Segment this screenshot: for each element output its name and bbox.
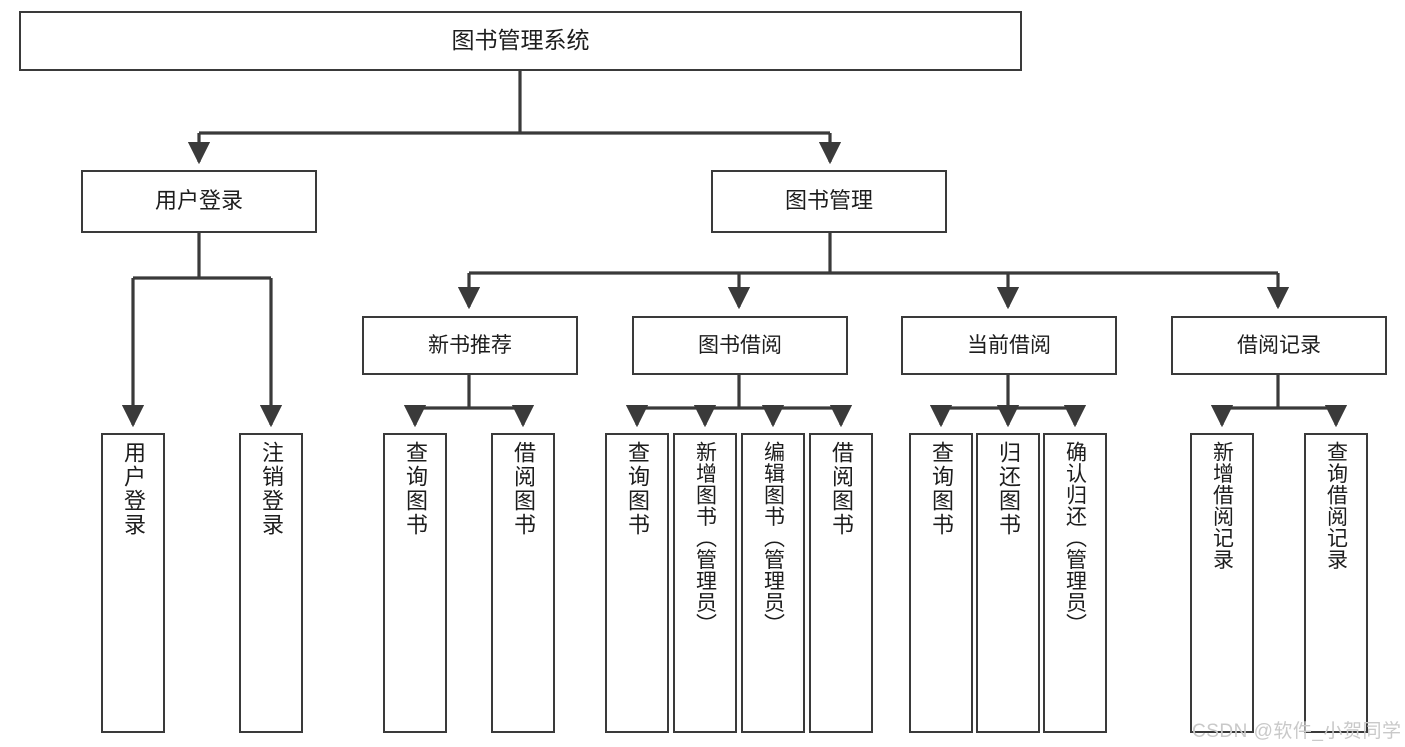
node-book-management[interactable]: 图书管理 xyxy=(711,170,947,233)
node-leaf-user-login[interactable]: 用户登录 xyxy=(101,433,165,733)
node-book-borrow-label: 图书借阅 xyxy=(698,333,782,357)
node-leaf-borrow-book-2[interactable]: 借阅图书 xyxy=(809,433,873,733)
node-user-login-label: 用户登录 xyxy=(154,188,243,214)
node-book-borrow[interactable]: 图书借阅 xyxy=(632,316,848,375)
node-new-book-recommend[interactable]: 新书推荐 xyxy=(362,316,578,375)
node-leaf-query-book-1[interactable]: 查询图书 xyxy=(383,433,447,733)
node-new-book-recommend-label: 新书推荐 xyxy=(428,333,512,357)
node-leaf-user-login-label: 用户登录 xyxy=(121,441,146,537)
node-leaf-query-book-2[interactable]: 查询图书 xyxy=(605,433,669,733)
node-leaf-return-book[interactable]: 归还图书 xyxy=(976,433,1040,733)
node-leaf-query-book-1-label: 查询图书 xyxy=(403,441,428,537)
node-leaf-query-book-3-label: 查询图书 xyxy=(929,441,954,537)
csdn-watermark: CSDN @软件_小贺同学 xyxy=(1192,721,1402,742)
node-leaf-edit-book[interactable]: 编辑图书（管理员） xyxy=(741,433,805,733)
node-leaf-return-book-label: 归还图书 xyxy=(996,441,1021,537)
node-leaf-query-book-3[interactable]: 查询图书 xyxy=(909,433,973,733)
node-root-label: 图书管理系统 xyxy=(451,27,590,54)
node-leaf-confirm-return[interactable]: 确认归还（管理员） xyxy=(1043,433,1107,733)
node-leaf-query-record-label: 查询借阅记录 xyxy=(1324,441,1348,570)
node-current-borrow[interactable]: 当前借阅 xyxy=(901,316,1117,375)
node-leaf-add-record[interactable]: 新增借阅记录 xyxy=(1190,433,1254,733)
node-current-borrow-label: 当前借阅 xyxy=(967,333,1051,357)
node-leaf-confirm-return-label: 确认归还（管理员） xyxy=(1063,441,1087,635)
node-leaf-add-book-label: 新增图书（管理员） xyxy=(693,441,717,635)
node-borrow-record-label: 借阅记录 xyxy=(1237,333,1321,357)
node-leaf-edit-book-label: 编辑图书（管理员） xyxy=(761,441,785,635)
node-root[interactable]: 图书管理系统 xyxy=(19,11,1022,71)
node-leaf-logout-login-label: 注销登录 xyxy=(259,441,284,537)
node-book-management-label: 图书管理 xyxy=(784,188,873,214)
node-leaf-add-record-label: 新增借阅记录 xyxy=(1210,441,1234,570)
node-leaf-borrow-book-1[interactable]: 借阅图书 xyxy=(491,433,555,733)
node-leaf-add-book[interactable]: 新增图书（管理员） xyxy=(673,433,737,733)
node-leaf-query-book-2-label: 查询图书 xyxy=(625,441,650,537)
node-user-login[interactable]: 用户登录 xyxy=(81,170,317,233)
node-leaf-borrow-book-2-label: 借阅图书 xyxy=(829,441,854,537)
node-borrow-record[interactable]: 借阅记录 xyxy=(1171,316,1387,375)
node-leaf-logout-login[interactable]: 注销登录 xyxy=(239,433,303,733)
node-leaf-query-record[interactable]: 查询借阅记录 xyxy=(1304,433,1368,733)
node-leaf-borrow-book-1-label: 借阅图书 xyxy=(511,441,536,537)
